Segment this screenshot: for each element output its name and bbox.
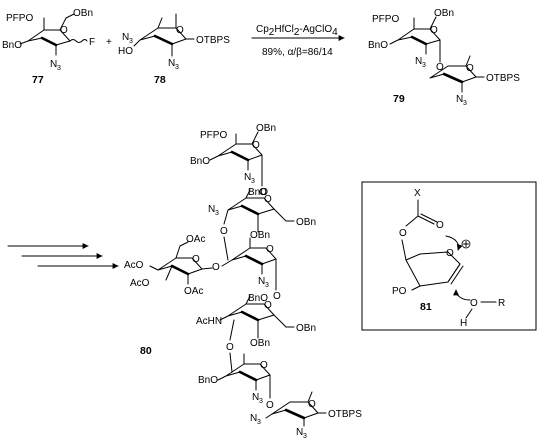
bno-label: BnO: [2, 40, 22, 51]
azide-label: N: [244, 172, 251, 183]
azide-sub: 3: [129, 38, 133, 45]
obn-label: OBn: [256, 123, 276, 134]
aco-label: AcO: [130, 278, 150, 289]
azide-label: N: [252, 392, 259, 403]
ring-oxygen: O: [260, 360, 268, 371]
ring-oxygen: O: [192, 254, 200, 265]
azide-sub: 3: [257, 419, 261, 426]
obn-label: OBn: [296, 217, 316, 228]
oxocarbenium-oxygen: O: [446, 248, 454, 259]
bno-label: BnO: [368, 40, 388, 51]
linkage-oxygen: O: [226, 342, 234, 353]
pfpo-label: PFPO: [200, 130, 227, 141]
azide-label: N: [50, 59, 57, 70]
r-label: R: [498, 298, 505, 309]
x-label: X: [414, 188, 421, 199]
azide-sub: 3: [422, 62, 426, 69]
linkage-oxygen: O: [273, 291, 281, 302]
azide-sub: 3: [265, 282, 269, 289]
ring-oxygen: O: [176, 25, 184, 36]
linkage-oxygen: O: [259, 187, 267, 198]
ring-oxygen: O: [264, 300, 272, 311]
ho-label: HO: [118, 46, 133, 57]
oac-label: OAc: [186, 234, 205, 245]
otbps-label: OTBPS: [486, 73, 520, 84]
obn-label: OBn: [296, 323, 316, 334]
ester-oxygen: O: [399, 228, 407, 239]
otbps-label: OTBPS: [196, 35, 230, 46]
compound-80: PFPO OBn BnO O N 3 O BnO O OBn N 3 OBn O…: [124, 123, 362, 438]
fluorine-label: F: [89, 37, 95, 48]
azide-label: N: [208, 204, 215, 215]
reagent-text: Cp2HfCl2-AgClO4: [256, 24, 338, 38]
ring-oxygen: O: [466, 63, 474, 74]
h-label: H: [460, 318, 467, 329]
azide-label: N: [122, 32, 129, 43]
nucleophile-oxygen: O: [470, 298, 478, 309]
compound-77: PFPO OBn BnO O F N 3 77: [2, 8, 95, 86]
compound-79: PFPO OBn BnO O N 3 O O OTBPS N 3 79: [368, 8, 520, 107]
bno-label: BnO: [190, 156, 210, 167]
azide-label: N: [456, 94, 463, 105]
ring-oxygen: O: [308, 399, 316, 410]
bno-label: BnO: [198, 375, 218, 386]
obn-label: OBn: [73, 8, 93, 19]
linkage-oxygen: O: [212, 262, 220, 273]
plus-sign: +: [106, 37, 112, 48]
azide-sub: 3: [175, 64, 179, 71]
azide-label: N: [415, 56, 422, 67]
linkage-oxygen: O: [436, 62, 444, 73]
compound-78: N 3 HO O OTBPS N 3 78: [118, 13, 230, 86]
obn-label: OBn: [250, 338, 270, 349]
linkage-oxygen: O: [266, 400, 274, 411]
compound-number-77: 77: [32, 74, 44, 86]
carbonyl-oxygen: O: [436, 220, 444, 231]
compound-number-81: 81: [420, 301, 432, 313]
reaction-arrow: Cp2HfCl2-AgClO4 89%, α/β=86/14: [251, 24, 345, 58]
aco-label: AcO: [124, 260, 144, 271]
bno-label: BnO: [248, 293, 268, 304]
compound-number-80: 80: [140, 345, 152, 357]
azide-sub: 3: [259, 398, 263, 405]
azide-sub: 3: [251, 178, 255, 185]
ring-oxygen: O: [430, 25, 438, 36]
pfpo-label: PFPO: [6, 13, 33, 24]
intermediate-81-box: X O O O PO O R H 81: [361, 181, 537, 331]
pfpo-label: PFPO: [372, 14, 399, 25]
otbps-label: OTBPS: [328, 409, 362, 420]
ring-oxygen: O: [252, 140, 260, 151]
azide-sub: 3: [215, 210, 219, 217]
azide-label: N: [296, 427, 303, 438]
azide-label: N: [168, 58, 175, 69]
bno-label: BnO: [248, 187, 268, 198]
obn-label: OBn: [250, 230, 270, 241]
compound-number-78: 78: [154, 74, 166, 86]
oac-label: OAc: [184, 286, 203, 297]
ring-oxygen: O: [60, 25, 68, 36]
conditions-text: 89%, α/β=86/14: [262, 47, 333, 58]
azide-sub: 3: [303, 433, 307, 438]
po-label: PO: [392, 286, 407, 297]
compound-number-79: 79: [393, 93, 405, 105]
linkage-oxygen: O: [220, 226, 228, 237]
azide-label: N: [258, 276, 265, 287]
azide-sub: 3: [463, 100, 467, 107]
ring-oxygen: O: [264, 194, 272, 205]
azide-sub: 3: [57, 65, 61, 72]
achn-label: AcHN: [196, 316, 222, 327]
multistep-arrows: [7, 243, 119, 269]
azide-label: N: [250, 413, 257, 424]
obn-label: OBn: [434, 8, 454, 19]
ring-oxygen: O: [266, 244, 274, 255]
